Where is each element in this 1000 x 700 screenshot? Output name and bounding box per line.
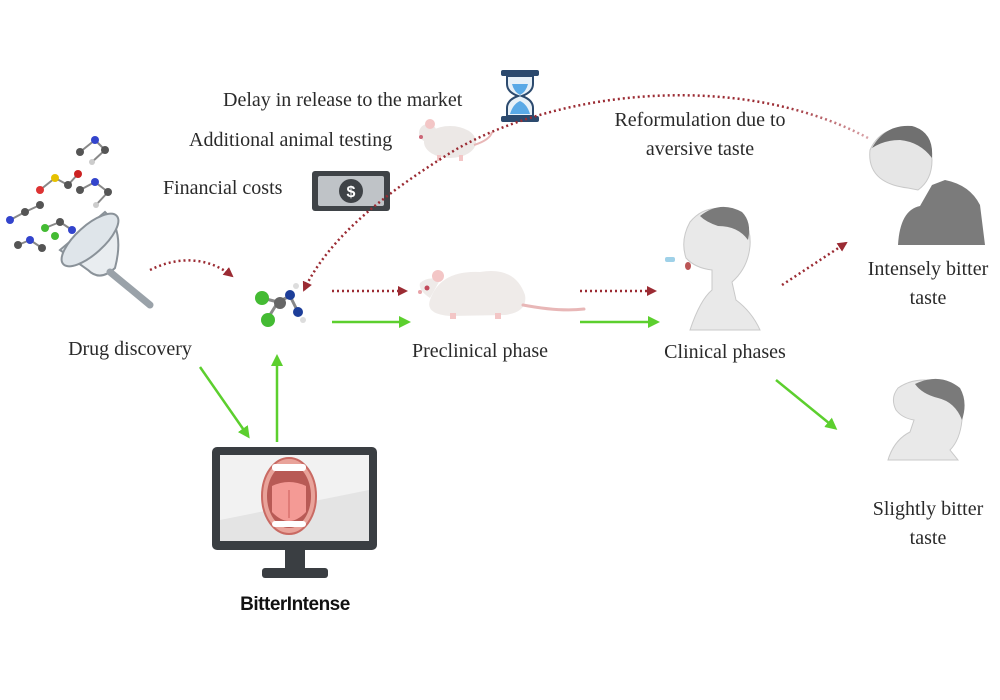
discovery-to-candidate-arrow <box>149 259 234 278</box>
reformulation-label-line1: Reformulation due to <box>614 109 786 131</box>
slightly-bitter-label-line1: Slightly bitter <box>872 498 984 520</box>
dollar-bill-icon: $ <box>312 171 390 211</box>
svg-text:$: $ <box>347 184 356 201</box>
intensely-bitter-label-line1: Intensely bitter <box>867 258 989 280</box>
drug-discovery-label: Drug discovery <box>68 338 192 360</box>
reformulation-label-line2: aversive taste <box>645 138 755 160</box>
mouth-tongue-icon <box>261 457 317 535</box>
intense-bitter-person-icon <box>869 125 985 245</box>
funnel-icon <box>58 210 154 309</box>
mouse-icon <box>419 119 493 161</box>
candidate-molecule-icon <box>255 283 306 327</box>
molecule-cluster-icon <box>6 136 112 252</box>
clinical-to-intense-red-arrow <box>781 241 848 287</box>
rat-icon <box>418 270 586 319</box>
slight-bitter-person-icon <box>887 378 965 461</box>
reformulation-arrow <box>302 94 869 292</box>
animal-testing-label: Additional animal testing <box>189 129 393 151</box>
discovery-to-bitterintense-arrow <box>198 366 250 439</box>
clinical-to-slight-green-arrow <box>775 379 838 430</box>
delay-label: Delay in release to the market <box>223 89 463 111</box>
bitterintense-label: BitterIntense <box>240 594 350 615</box>
slightly-bitter-label-line2: taste <box>909 527 947 549</box>
hourglass-icon <box>501 70 539 122</box>
intensely-bitter-label-line2: taste <box>909 287 947 309</box>
clinical-phases-label: Clinical phases <box>664 341 786 363</box>
financial-costs-label: Financial costs <box>163 177 283 199</box>
person-head-icon <box>665 206 761 331</box>
preclinical-phase-label: Preclinical phase <box>411 340 549 362</box>
